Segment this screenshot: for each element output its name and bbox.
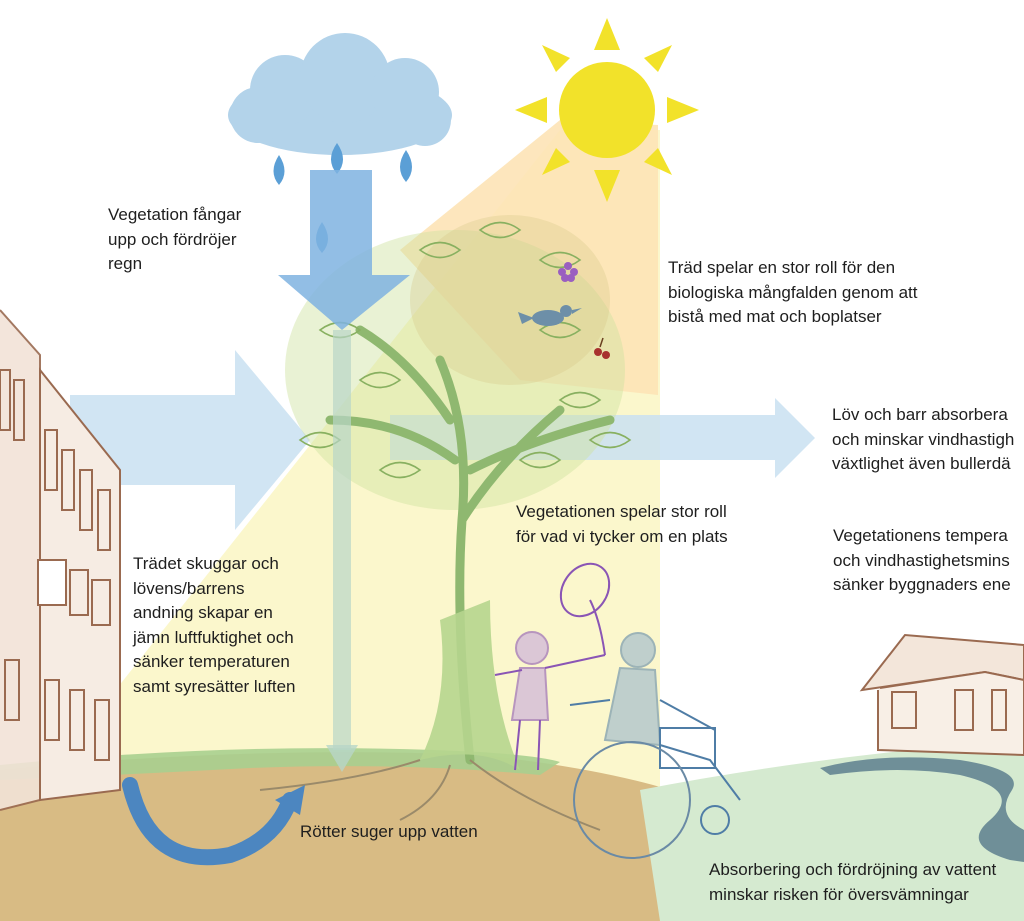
label-energy-line-3: sänker byggnaders ene: [833, 575, 1011, 594]
label-place: Vegetationen spelar stor roll för vad vi…: [516, 502, 728, 546]
apartment-building-icon: [0, 309, 121, 811]
label-wind: Löv och barr absorbera och minskar vindh…: [832, 403, 1024, 477]
river: [820, 757, 1024, 862]
label-rain: Vegetation fångar upp och fördröjer regn: [108, 205, 242, 273]
label-flood-line-2: minskar risken för översvämningar: [709, 884, 969, 904]
label-energy: Vegetationens tempera och vindhastighets…: [833, 524, 1024, 598]
flower-icon: [558, 262, 578, 282]
label-flood: Absorbering och fördröjning av vattent m…: [709, 858, 1024, 907]
water-arrow-icon: [278, 170, 410, 772]
root-water-arrow: [122, 777, 298, 866]
sunlight-warm: [400, 120, 658, 395]
label-wind-line-1: Löv och barr absorbera: [832, 405, 1008, 424]
ground: [0, 752, 760, 921]
label-wind-line-2: och minskar vindhastigh: [832, 429, 1015, 449]
wind-arrow-icon: [70, 350, 815, 530]
child-icon: [494, 562, 611, 771]
meadow: [640, 740, 1024, 921]
rain-cloud-icon: [228, 33, 452, 155]
label-wind-line-3: växtlighet även bullerdä: [832, 454, 1011, 473]
label-roots: Rötter suger upp vatten: [300, 822, 478, 841]
label-energy-line-2: och vindhastighetsmins: [833, 550, 1010, 570]
berries-icon: [594, 337, 610, 359]
label-flood-line-1: Absorbering och fördröjning av vattent: [709, 860, 997, 879]
label-shade: Trädet skuggar och lövens/barrens andnin…: [133, 554, 296, 696]
label-energy-line-1: Vegetationens tempera: [833, 526, 1008, 545]
label-biodiversity: Träd spelar en stor roll för den biologi…: [668, 258, 918, 326]
ground-grass-strip: [0, 748, 560, 780]
bird-icon: [518, 305, 582, 326]
wheelchair-user-icon: [569, 632, 741, 859]
sun-icon: [515, 18, 699, 202]
house-icon: [859, 633, 1024, 757]
